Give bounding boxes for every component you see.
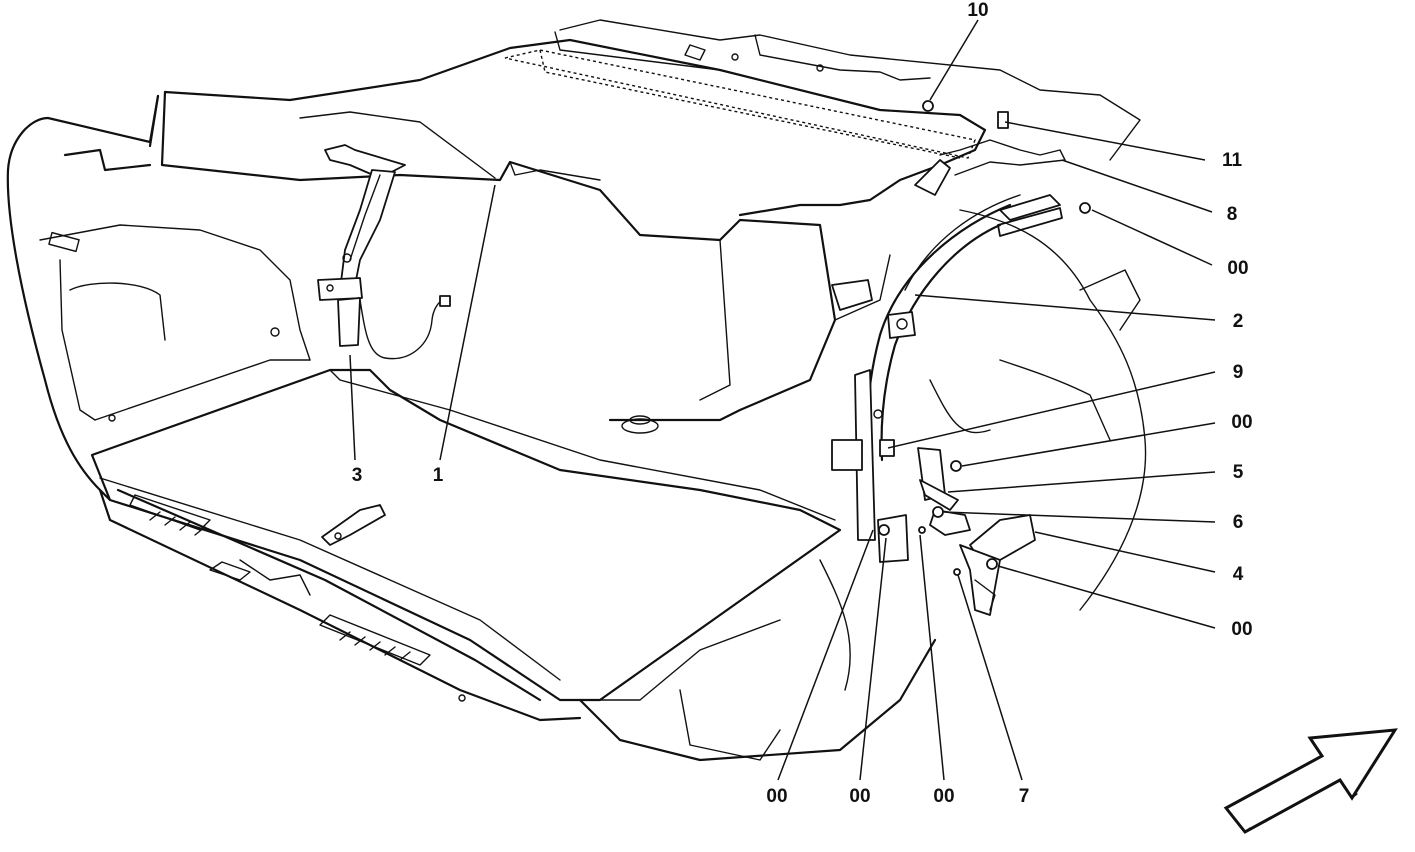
callout-10: 10 bbox=[967, 0, 988, 21]
callout-6: 6 bbox=[1233, 512, 1244, 533]
callout-00-bottom-1: 00 bbox=[766, 786, 787, 807]
callout-4: 4 bbox=[1233, 564, 1244, 585]
leader-lines bbox=[349, 19, 1216, 781]
sill-ribs bbox=[149, 511, 411, 661]
callout-9: 9 bbox=[1233, 362, 1244, 383]
callout-00-bottom-3: 00 bbox=[933, 786, 954, 807]
callout-1: 1 bbox=[433, 465, 444, 486]
callout-00-lower-right: 00 bbox=[1231, 619, 1252, 640]
right-hinge-assembly bbox=[831, 100, 1147, 616]
left-hinge-assembly bbox=[317, 144, 451, 360]
callout-11: 11 bbox=[1222, 150, 1243, 171]
callout-5: 5 bbox=[1233, 462, 1244, 483]
callout-labels: 10 11 8 00 2 9 00 5 6 4 00 3 1 00 00 00 … bbox=[352, 0, 1253, 807]
direction-arrow-icon bbox=[1223, 728, 1398, 834]
trunk-lid bbox=[160, 19, 1141, 422]
callout-00-mid-right: 00 bbox=[1231, 412, 1252, 433]
callout-8: 8 bbox=[1227, 204, 1238, 225]
callout-00-upper-right: 00 bbox=[1227, 258, 1248, 279]
callout-00-bottom-2: 00 bbox=[849, 786, 870, 807]
trunk-body-outline bbox=[6, 94, 937, 762]
callout-2: 2 bbox=[1233, 311, 1244, 332]
callout-7: 7 bbox=[1019, 786, 1030, 807]
callout-3: 3 bbox=[352, 465, 363, 486]
